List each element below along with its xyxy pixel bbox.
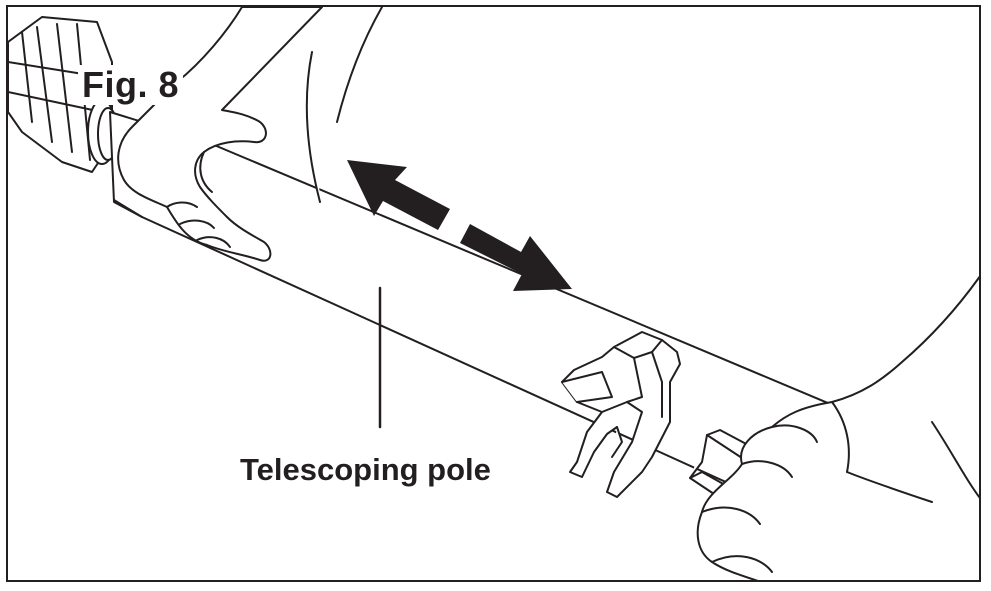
right-hand	[696, 275, 979, 580]
double-arrow-icon	[347, 160, 572, 291]
lever-clamp	[561, 331, 681, 498]
figure-label: Fig. 8	[78, 65, 184, 105]
callout-label-telescoping-pole: Telescoping pole	[240, 452, 491, 487]
telescoping-pole-illustration	[8, 7, 979, 580]
left-hand	[117, 7, 383, 262]
figure-frame: Fig. 8 Telescoping pole	[6, 5, 981, 582]
